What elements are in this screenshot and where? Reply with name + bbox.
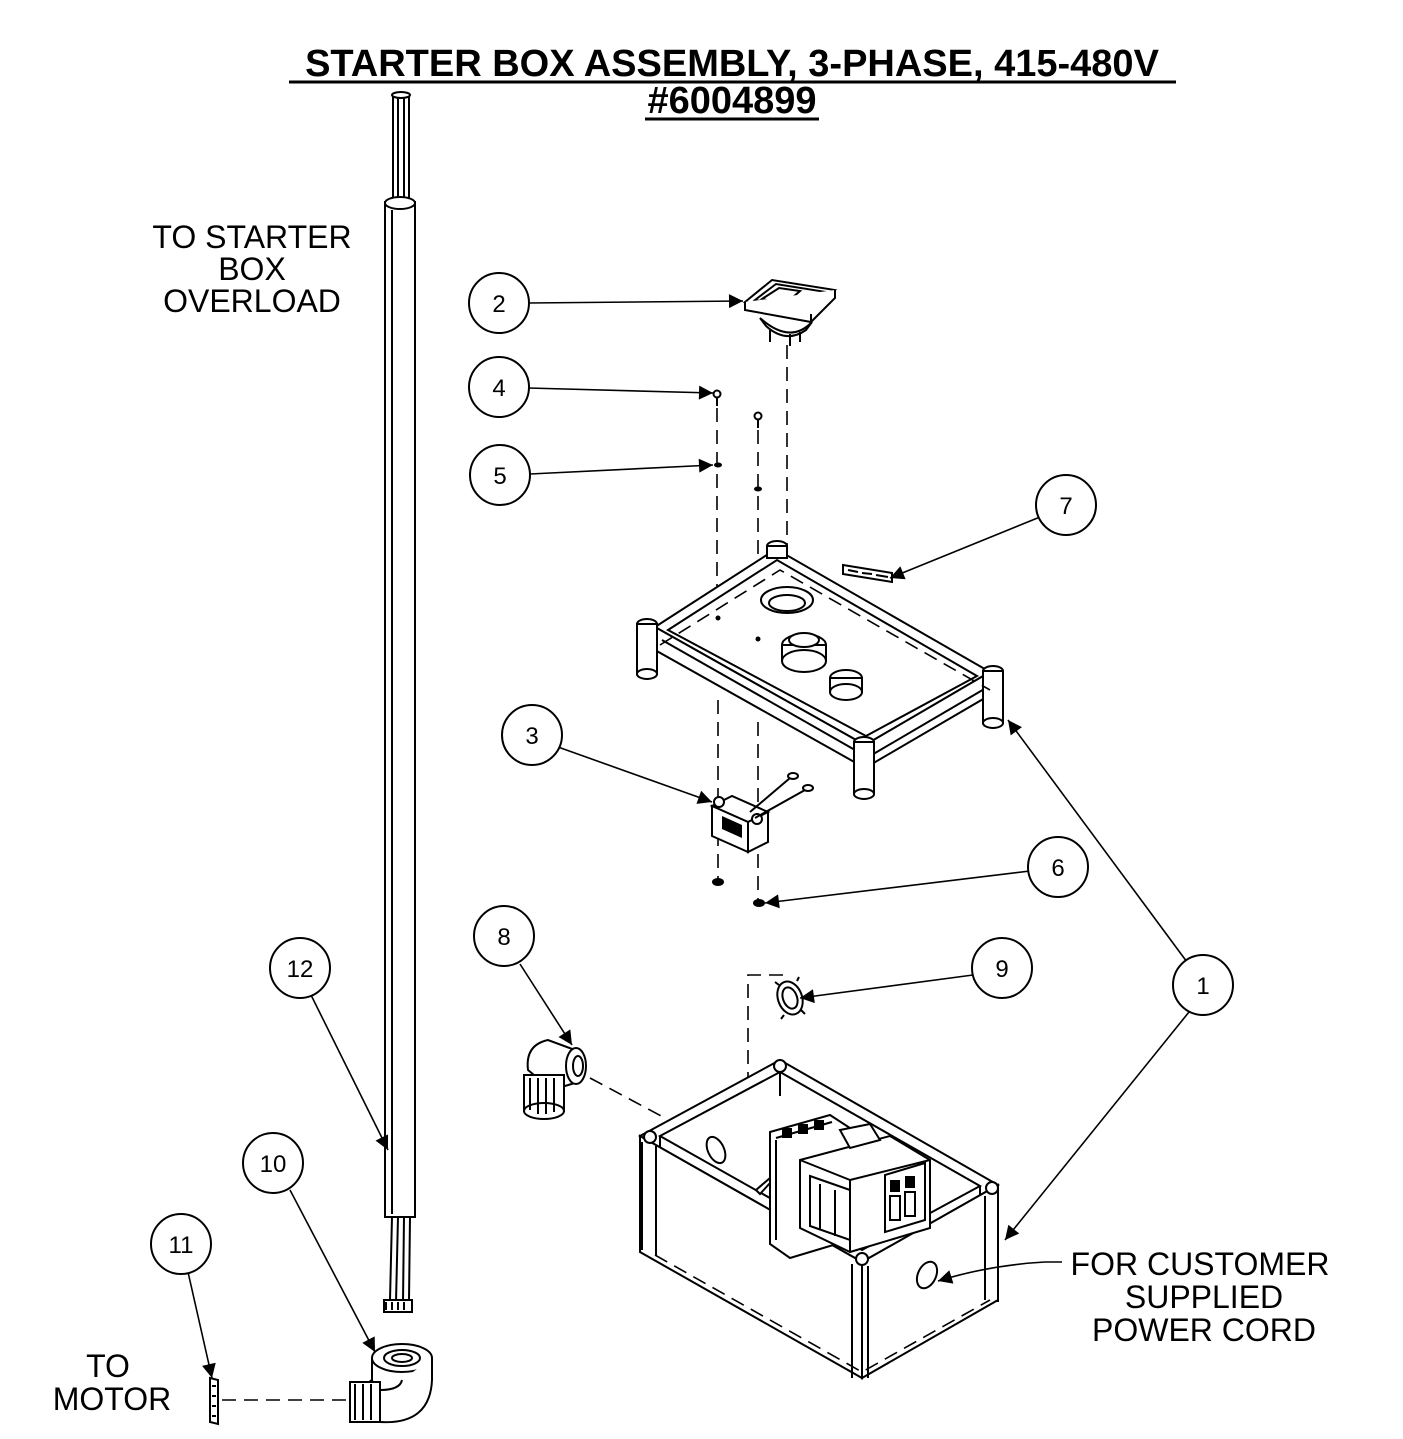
- leader-9: [799, 974, 974, 1004]
- note-motor-line-1: TO: [86, 1348, 130, 1384]
- note-power-cord-line-1: FOR CUSTOMER: [1071, 1246, 1330, 1282]
- callout-4[interactable]: 4: [468, 356, 530, 418]
- leader-5: [529, 458, 714, 475]
- svg-text:9: 9: [995, 956, 1008, 983]
- label-plate-icon: [842, 563, 893, 584]
- svg-text:7: 7: [1059, 493, 1072, 520]
- svg-text:3: 3: [525, 723, 538, 750]
- callout-1[interactable]: 1: [1172, 954, 1234, 1016]
- callout-5[interactable]: 5: [469, 444, 531, 506]
- svg-text:4: 4: [492, 375, 505, 402]
- note-power-cord-line-2: SUPPLIED: [1125, 1279, 1283, 1315]
- leader-11: [187, 1271, 216, 1379]
- callout-11[interactable]: 11: [150, 1213, 212, 1275]
- note-overload-line-2: BOX: [218, 251, 286, 287]
- callout-12[interactable]: 12: [269, 937, 331, 999]
- overload-block-icon: [709, 772, 814, 854]
- elbow-fitting-icon: [523, 1038, 587, 1120]
- note-power-cord-line-3: POWER CORD: [1092, 1312, 1316, 1348]
- callout-2[interactable]: 2: [468, 272, 530, 334]
- note-overload-line-3: OVERLOAD: [163, 283, 341, 319]
- svg-text:6: 6: [1051, 855, 1064, 882]
- hex-nut-icon: [712, 878, 765, 907]
- callout-3[interactable]: 3: [501, 704, 563, 766]
- leader-10: [289, 1189, 376, 1353]
- note-overload-line-1: TO STARTER: [152, 219, 351, 255]
- callout-6[interactable]: 6: [1027, 836, 1089, 898]
- leader-1a: [1007, 719, 1188, 963]
- leader-7: [889, 516, 1041, 580]
- callout-7[interactable]: 7: [1035, 474, 1097, 536]
- svg-text:11: 11: [169, 1232, 194, 1259]
- callout-9[interactable]: 9: [971, 937, 1033, 999]
- note-motor-line-2: MOTOR: [53, 1381, 172, 1417]
- leader-6: [764, 870, 1031, 909]
- fitting-axis: [589, 1077, 666, 1119]
- start-switch-icon: [742, 278, 838, 346]
- power-cord-leader: [937, 1261, 1062, 1284]
- svg-text:5: 5: [493, 463, 506, 490]
- leader-2: [527, 294, 744, 309]
- leader-3: [557, 746, 713, 804]
- cable-cord-icon: [383, 91, 416, 1313]
- leader-4: [527, 385, 714, 400]
- svg-text:8: 8: [497, 924, 510, 951]
- screw-icon: [712, 389, 763, 428]
- enclosure-lid-icon: [636, 540, 1004, 800]
- callout-8[interactable]: 8: [473, 905, 535, 967]
- svg-text:10: 10: [260, 1151, 287, 1178]
- leader-8: [519, 963, 573, 1046]
- washer-icon: [714, 462, 762, 492]
- leader-12: [310, 994, 389, 1151]
- title-line-2: #6004899: [647, 80, 816, 122]
- callout-10[interactable]: 10: [242, 1132, 304, 1194]
- fitting-nut-icon: [209, 1376, 219, 1426]
- svg-text:1: 1: [1196, 973, 1209, 1000]
- leader-1b: [1004, 1011, 1190, 1241]
- conduit-elbow-icon: [349, 1343, 433, 1424]
- svg-text:12: 12: [287, 956, 314, 983]
- svg-text:2: 2: [492, 291, 505, 318]
- title-line-1: STARTER BOX ASSEMBLY, 3-PHASE, 415-480V: [305, 43, 1160, 85]
- contactor-icon: [769, 1113, 931, 1260]
